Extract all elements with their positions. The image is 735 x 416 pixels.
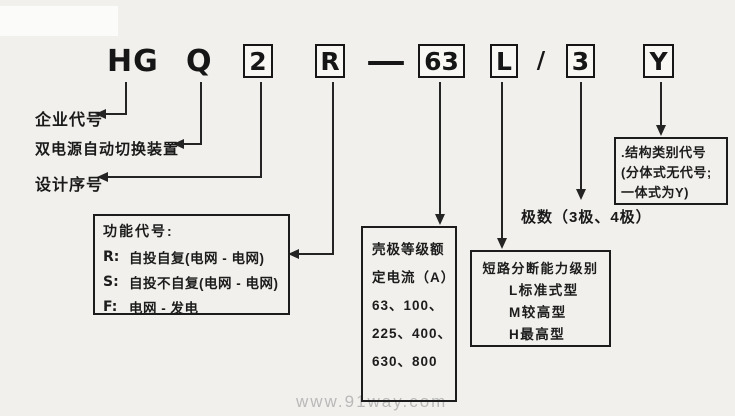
arrowhead-left-r (288, 249, 299, 259)
function-code-box: 功能代号: R: 自投自复(电网 - 电网) S: 自投不自复(电网 - 电网)… (93, 214, 290, 316)
connector-line-63 (439, 82, 441, 216)
connector-line-y (660, 82, 662, 126)
code-dash: — (366, 42, 406, 80)
breaking-item-h: H最高型 (509, 327, 566, 342)
rated-current-line-1: 壳极等级额 (372, 242, 445, 257)
function-box-row-f: F: 电网 - 发电 (103, 294, 284, 319)
structure-type-box: .结构类别代号 (分体式无代号; 一体式为Y) (614, 137, 728, 205)
label-device-name: 双电源自动切换装置 (35, 141, 180, 158)
structure-line-2: (分体式无代号; (621, 165, 712, 180)
rated-current-line-2: 定电流（A） (372, 270, 456, 285)
rated-current-box: 壳极等级额 定电流（A） 63、100、 225、400、 630、800 (361, 226, 457, 402)
scan-artifact (0, 6, 118, 36)
connector-line-2-horizontal (108, 176, 262, 178)
function-desc-f: 电网 - 发电 (129, 300, 199, 316)
function-box-row-s: S: 自投不自复(电网 - 电网) (103, 269, 284, 294)
structure-line-3: 一体式为Y) (621, 185, 690, 200)
function-desc-s: 自投不自复(电网 - 电网) (129, 275, 279, 291)
arrowhead-left-hg (95, 109, 106, 119)
arrowhead-down-y (656, 125, 666, 136)
arrowhead-down-l (497, 238, 507, 249)
structure-line-1: .结构类别代号 (621, 145, 707, 160)
code-segment-63: 63 (418, 44, 465, 78)
connector-line-r-horizontal (299, 253, 334, 255)
code-segment-r: R (315, 44, 345, 78)
label-poles: 极数（3极、4极） (521, 209, 652, 226)
breaking-item-m: M较高型 (509, 305, 567, 320)
arrowhead-down-3 (576, 189, 586, 200)
label-design-serial: 设计序号 (35, 177, 104, 194)
rated-current-line-4: 225、400、 (372, 326, 453, 341)
connector-line-r (332, 82, 334, 255)
arrowhead-down-63 (435, 214, 445, 225)
code-segment-3: 3 (566, 44, 595, 78)
function-desc-r: 自投自复(电网 - 电网) (129, 250, 265, 266)
connector-line-3 (580, 82, 582, 190)
connector-line-2 (260, 82, 262, 178)
connector-line-q (200, 82, 202, 145)
breaking-box-title: 短路分断能力级别 (482, 261, 599, 276)
function-box-title: 功能代号: (103, 223, 174, 239)
function-key-r: R: (103, 248, 120, 265)
function-box-row-r: R: 自投自复(电网 - 电网) (103, 244, 284, 269)
function-key-f: F: (103, 298, 118, 315)
connector-line-l (501, 82, 503, 239)
code-segment-l: L (490, 44, 518, 78)
code-segment-hg: HG (107, 43, 159, 79)
code-slash: / (536, 48, 546, 74)
connector-line-q-horizontal (184, 143, 202, 145)
label-enterprise-code: 企业代号 (35, 112, 104, 129)
arrowhead-left-2 (97, 172, 108, 182)
code-segment-2: 2 (243, 44, 273, 78)
rated-current-line-3: 63、100、 (372, 298, 444, 313)
rated-current-line-5: 630、800 (372, 354, 438, 369)
code-segment-y: Y (643, 44, 674, 78)
function-key-s: S: (103, 273, 119, 290)
connector-line-hg (125, 82, 127, 115)
connector-line-hg-horizontal (106, 113, 127, 115)
code-segment-q: Q (186, 43, 212, 79)
breaking-capacity-box: 短路分断能力级别 L标准式型 M较高型 H最高型 (470, 250, 611, 347)
arrowhead-left-q (173, 139, 184, 149)
breaking-item-l: L标准式型 (509, 283, 579, 298)
